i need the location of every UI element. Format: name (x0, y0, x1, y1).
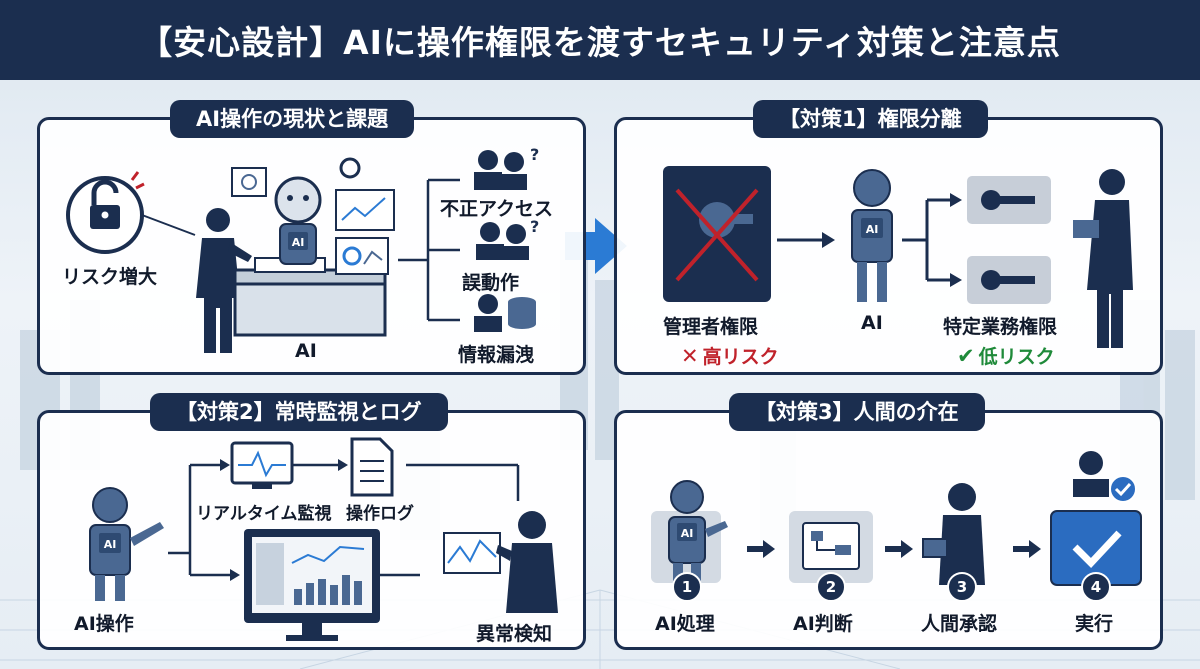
anomaly-detection-label: 異常検知 (476, 623, 553, 645)
floating-screens (231, 157, 395, 275)
flowchart-icon (789, 511, 873, 583)
step-number-badges: 1 2 3 4 (672, 572, 1111, 602)
key-icon (967, 256, 1051, 304)
operation-log-label: 操作ログ (346, 504, 414, 524)
robot-chest-text: AI (292, 236, 305, 249)
page-title: 【安心設計】AIに操作権限を渡すセキュリティ対策と注意点 (139, 23, 1061, 62)
approve-check-icon (1050, 510, 1142, 586)
anomaly-chart-icon (443, 532, 501, 574)
businessman-icon (1073, 169, 1133, 348)
low-risk-badge: ✔低リスク (957, 342, 1055, 369)
businessman-icon (496, 511, 558, 613)
step-label-ai-judgment: AI判断 (793, 613, 853, 635)
robot-icon: AI (651, 480, 728, 587)
specific-permission-label: 特定業務権限 (943, 316, 1058, 338)
risk-increase-label: リスク増大 (62, 266, 158, 288)
check-badge-icon (1109, 475, 1137, 503)
unlock-icon (66, 171, 145, 254)
panel-measure2: AI (37, 393, 586, 650)
high-risk-badge: ✕高リスク (681, 342, 779, 369)
low-risk-text: 低リスク (978, 346, 1055, 368)
panel-measure3: AI (614, 393, 1163, 650)
robot-chest-text: AI (681, 527, 694, 540)
question-mark-1: ? (530, 145, 539, 164)
high-risk-text: 高リスク (702, 346, 779, 368)
ai-label: AI (295, 340, 317, 362)
title-bar: 【安心設計】AIに操作権限を渡すセキュリティ対策と注意点 (0, 0, 1200, 80)
step-number-4: 4 (1091, 578, 1101, 596)
robot-chest-text: AI (104, 538, 117, 551)
measure1-illustration: AI (663, 166, 1133, 348)
database-leak-icon (474, 294, 536, 332)
desk (233, 257, 387, 337)
measure3-illustration: AI (651, 451, 1142, 602)
person-icon (196, 208, 252, 353)
panel-title-measure3: 【対策3】人間の介在 (729, 393, 985, 431)
businessman-tablet-icon (922, 483, 985, 585)
step-number-1: 1 (682, 578, 692, 596)
issue-malfunction: 誤動作 (462, 272, 520, 294)
step-number-3: 3 (957, 578, 967, 596)
ai-label: AI (861, 312, 883, 334)
gear-icon (339, 157, 361, 179)
panel-measure1: AI 【対策1】権限分離 管理者権限 (614, 100, 1163, 375)
people-confused-icon: ? (476, 217, 539, 260)
cross-icon: ✕ (681, 344, 699, 368)
check-icon: ✔ (957, 344, 975, 368)
approver-person-icon (1073, 451, 1109, 497)
step-label-ai-processing: AI処理 (655, 613, 715, 635)
panel-current-issues: AI ? ? (37, 100, 586, 375)
panel-title-measure2: 【対策2】常時監視とログ (150, 393, 448, 431)
robot-icon: AI (851, 169, 893, 302)
step-label-execute: 実行 (1075, 613, 1114, 635)
robot-icon: AI (274, 176, 322, 265)
robot-icon: AI (89, 487, 164, 601)
step-number-2: 2 (826, 578, 836, 596)
panel-title-current: AI操作の現状と課題 (170, 100, 415, 138)
step-label-human-approval: 人間承認 (921, 613, 998, 635)
document-icon (350, 437, 394, 497)
robot-chest-text: AI (866, 223, 879, 236)
question-mark-2: ? (530, 217, 539, 236)
panel-title-measure1: 【対策1】権限分離 (753, 100, 988, 138)
ai-operation-label: AI操作 (74, 613, 134, 635)
measure2-illustration: AI (89, 437, 558, 641)
issue-unauthorized-access: 不正アクセス (440, 198, 554, 220)
dashboard-monitor-icon (244, 529, 380, 641)
realtime-monitor-label: リアルタイム監視 (196, 504, 332, 524)
current-issues-illustration: AI ? ? (66, 145, 539, 353)
heartbeat-monitor-icon (230, 441, 294, 489)
admin-key-crossed-icon (663, 166, 771, 302)
issue-data-leak: 情報漏洩 (458, 344, 535, 366)
key-icon (967, 176, 1051, 224)
people-question-icon: ? (474, 145, 539, 190)
admin-permission-label: 管理者権限 (663, 316, 759, 338)
